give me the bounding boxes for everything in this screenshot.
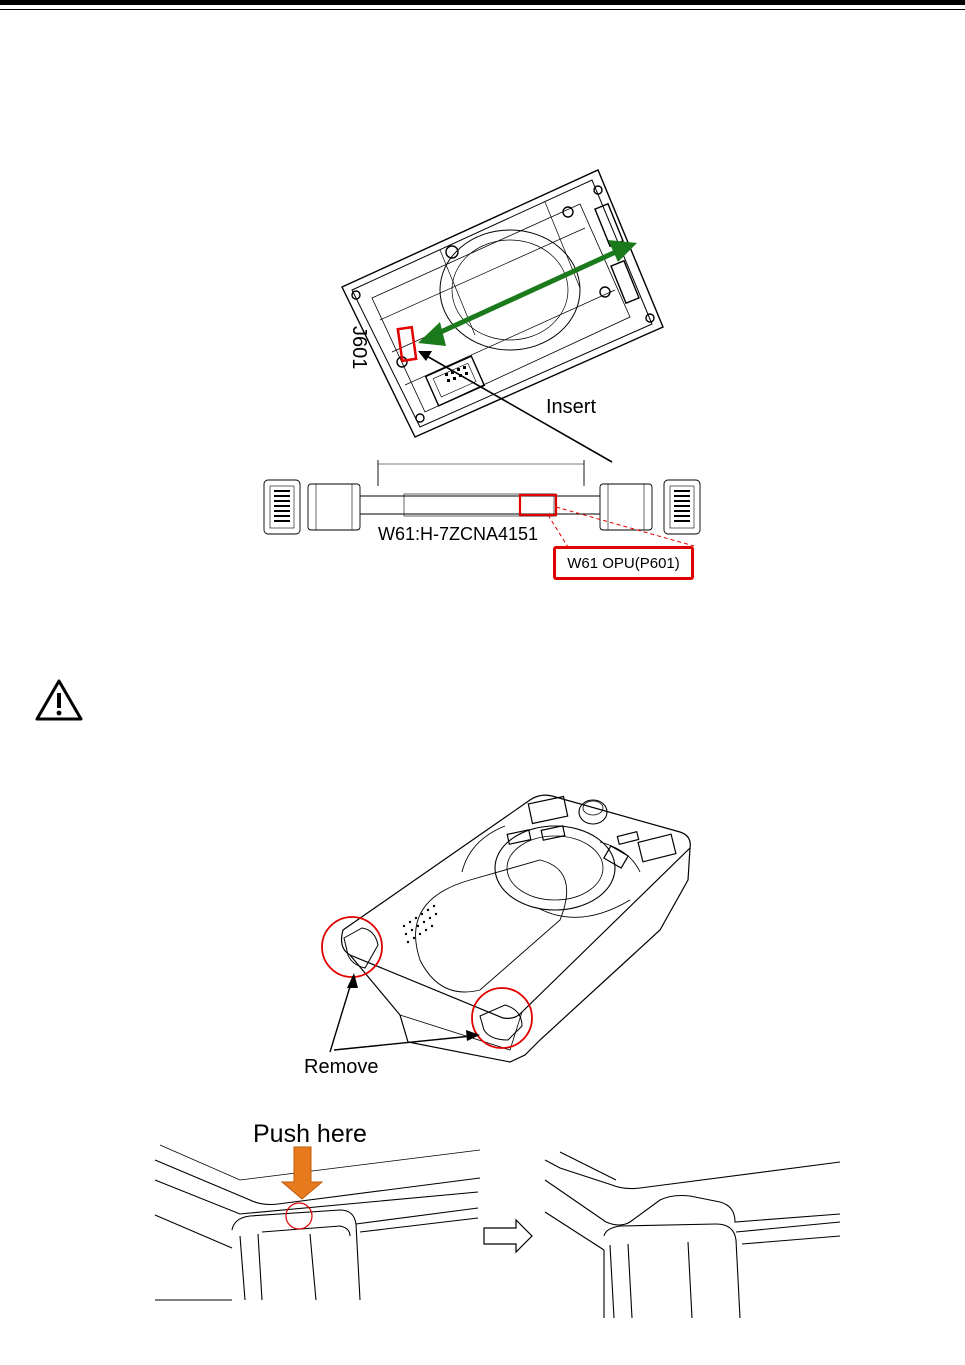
push-here-label: Push here (253, 1120, 367, 1149)
